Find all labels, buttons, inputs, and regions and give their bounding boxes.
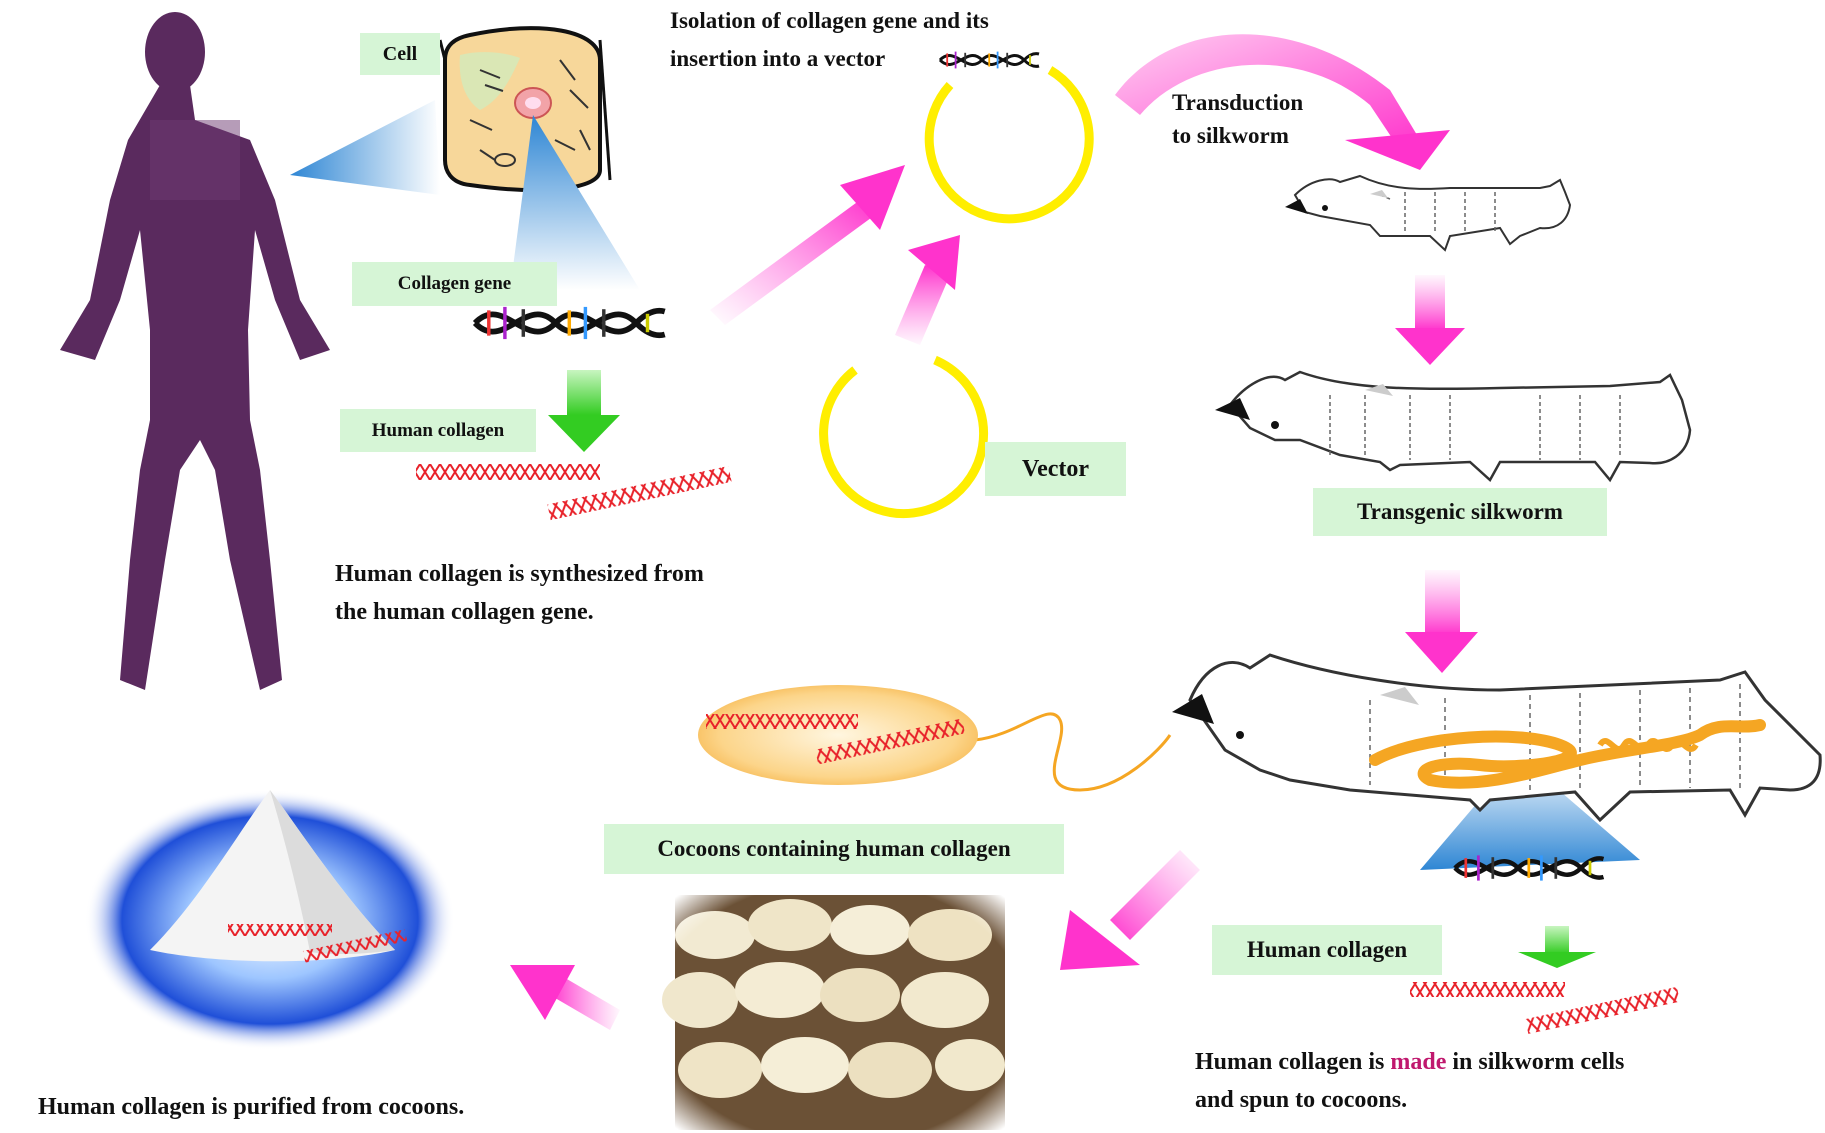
collagen-strand-icon bbox=[228, 924, 332, 936]
purified-caption: Human collagen is purified from cocoons. bbox=[38, 1088, 464, 1126]
collagen-strand-icon bbox=[1410, 982, 1565, 997]
transduction-caption-line-2: to silkworm bbox=[1172, 119, 1303, 152]
flow-arrow-to-powder bbox=[510, 965, 620, 1030]
collagen-strand-icon bbox=[706, 714, 858, 729]
made-caption-line-2: and spun to cocoons. bbox=[1195, 1081, 1624, 1119]
made-caption-prefix: Human collagen is bbox=[1195, 1049, 1390, 1075]
synthesized-caption-line-2: the human collagen gene. bbox=[335, 593, 704, 631]
flow-arrow-vector-up bbox=[895, 235, 960, 345]
made-caption-line-1: Human collagen is made in silkworm cells bbox=[1195, 1043, 1624, 1081]
vector-label: Vector bbox=[985, 442, 1126, 496]
made-highlight: made bbox=[1390, 1049, 1446, 1075]
collagen-gene-dna-icon bbox=[475, 307, 665, 339]
cell-label: Cell bbox=[360, 33, 440, 75]
transduction-caption-line-1: Transduction bbox=[1172, 86, 1303, 119]
cell-to-body-pointer bbox=[290, 100, 440, 195]
synthesized-caption: Human collagen is synthesized from the h… bbox=[335, 555, 704, 631]
flow-arrow-down-1 bbox=[1395, 275, 1465, 365]
collagen-gene-label: Collagen gene bbox=[352, 262, 557, 306]
collagen-strand-icon bbox=[416, 464, 600, 480]
cell-illustration bbox=[440, 28, 610, 190]
silk-thread bbox=[975, 714, 1170, 790]
human-collagen-label-top: Human collagen bbox=[340, 409, 536, 452]
silkworm-illustration bbox=[1285, 176, 1570, 250]
green-arrow-icon bbox=[548, 370, 620, 452]
isolation-caption-line-2: insertion into a vector bbox=[670, 40, 989, 78]
transgenic-silkworm-illustration bbox=[1215, 372, 1690, 480]
vector-ring-inserted bbox=[929, 70, 1089, 219]
transgenic-silkworm-label: Transgenic silkworm bbox=[1313, 488, 1607, 536]
cocoons-photo bbox=[662, 895, 1005, 1130]
synthesized-caption-line-1: Human collagen is synthesized from bbox=[335, 555, 704, 593]
made-caption: Human collagen is made in silkworm cells… bbox=[1195, 1043, 1624, 1119]
silkworm-silk-gland-illustration bbox=[1172, 655, 1820, 820]
flow-arrow-to-vector bbox=[710, 165, 905, 325]
transduction-caption: Transduction to silkworm bbox=[1172, 86, 1303, 152]
isolation-caption-line-1: Isolation of collagen gene and its bbox=[670, 2, 989, 40]
isolation-caption: Isolation of collagen gene and its inser… bbox=[670, 2, 989, 78]
vector-ring-empty bbox=[824, 360, 984, 514]
flow-arrow-to-cocoons bbox=[1060, 850, 1200, 970]
human-silhouette bbox=[60, 12, 330, 690]
cocoons-label: Cocoons containing human collagen bbox=[604, 824, 1064, 874]
collagen-powder-photo bbox=[85, 790, 455, 1050]
green-arrow-icon-2 bbox=[1518, 926, 1596, 968]
human-collagen-label-bottom: Human collagen bbox=[1212, 925, 1442, 975]
flow-arrow-down-2 bbox=[1405, 570, 1478, 673]
made-caption-suffix: in silkworm cells bbox=[1446, 1049, 1624, 1075]
